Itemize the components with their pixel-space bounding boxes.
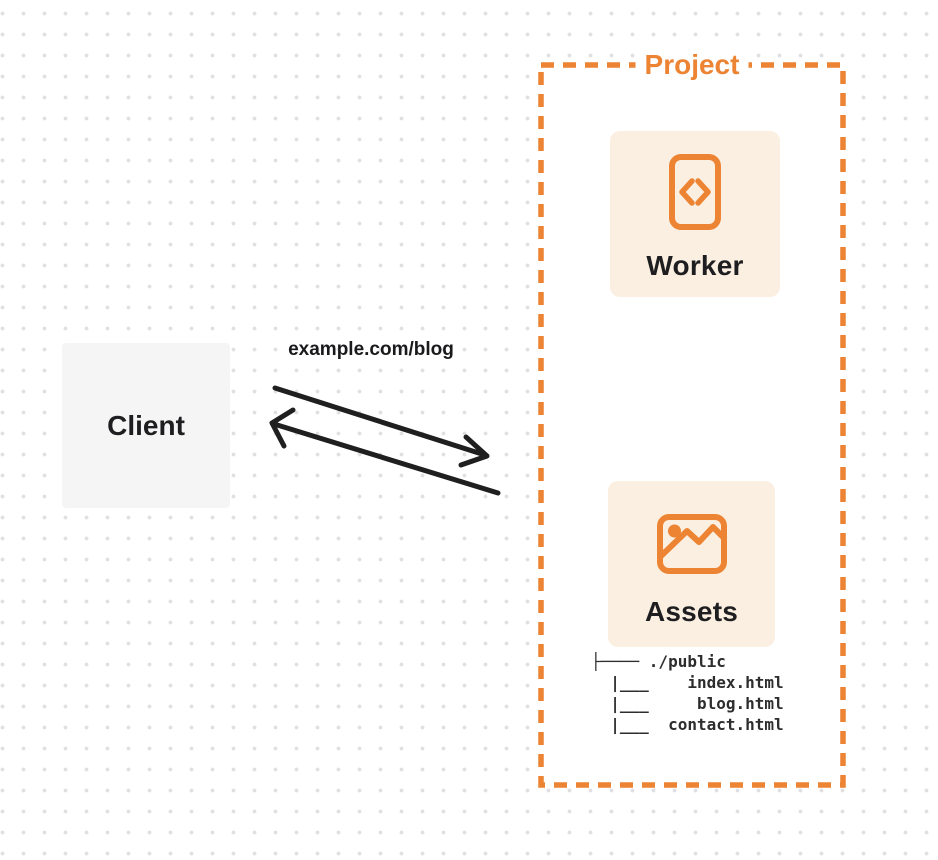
request-url-label: example.com/blog xyxy=(288,339,454,360)
tree-line-public: ├──── ./public xyxy=(591,652,726,671)
tree-line-index: |___ index.html xyxy=(591,673,784,692)
assets-file-tree: ├──── ./public |___ index.html |___ blog… xyxy=(591,651,784,735)
code-document-icon xyxy=(669,154,721,230)
tree-line-contact: |___ contact.html xyxy=(591,715,784,734)
response-arrow xyxy=(269,407,501,496)
image-icon xyxy=(656,514,727,574)
tree-line-blog: |___ blog.html xyxy=(591,694,784,713)
worker-card: Worker xyxy=(610,131,780,297)
request-arrow xyxy=(272,385,490,468)
project-container: Project Worker Assets ├──── ./public |__… xyxy=(538,50,846,788)
project-dashed-border xyxy=(538,62,846,788)
assets-label: Assets xyxy=(644,596,739,627)
assets-card: Assets xyxy=(608,481,775,647)
project-title: Project xyxy=(635,50,749,80)
client-box: Client xyxy=(62,343,230,508)
client-label: Client xyxy=(107,409,185,441)
worker-label: Worker xyxy=(646,250,744,281)
